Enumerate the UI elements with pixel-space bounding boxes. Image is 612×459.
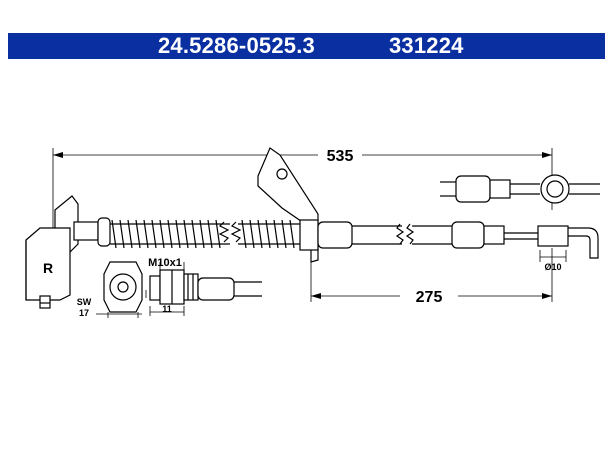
brake-hose [73,217,599,262]
upper-banjo-fitting [440,174,600,204]
side-label: R [43,260,53,276]
fitting-side-view [145,262,262,316]
partial-length-label: 275 [416,289,443,306]
thread-label: M10x1 [148,257,182,269]
wrench-size-label: 17 [79,308,89,318]
fitting-end-view [96,261,143,318]
fitting-length-label: 11 [162,304,172,314]
outlet-diameter-label: Ø10 [544,262,561,272]
wrench-label: SW [77,297,92,307]
reference-number: 331224 [389,33,464,58]
overall-length-label: 535 [327,148,354,165]
title-bar: 24.5286-0525.3 331224 [8,33,605,59]
part-number: 24.5286-0525.3 [158,33,315,58]
left-banjo-fitting [25,195,79,309]
mounting-bracket [257,147,319,263]
